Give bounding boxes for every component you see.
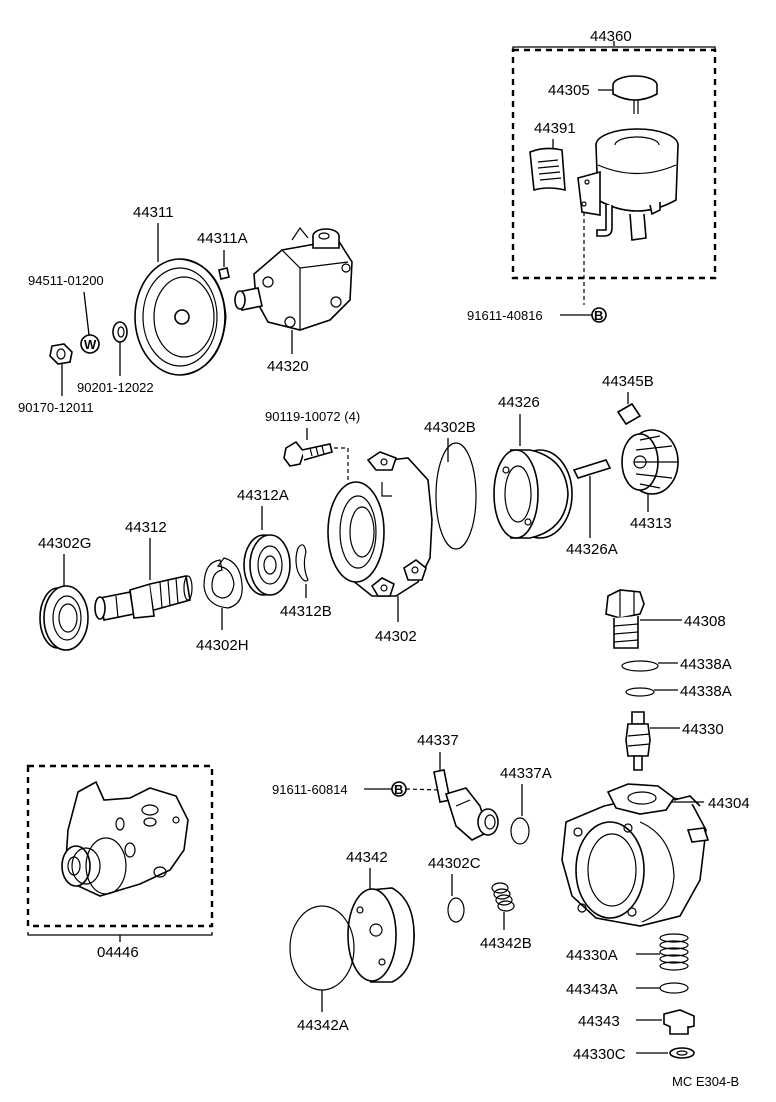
label-44343: 44343 [578, 1013, 620, 1030]
diagram-code: MC E304-B [672, 1074, 739, 1089]
reservoir-tank [577, 128, 679, 241]
label-91611-60814: 91611-60814 [272, 782, 348, 797]
flow-control-valve [625, 711, 651, 771]
rear-housing [561, 783, 710, 927]
o-ring-44302c [447, 897, 465, 923]
label-44342: 44342 [346, 849, 388, 866]
bolt-ref-letter-2: B [394, 782, 403, 797]
label-44302B: 44302B [424, 419, 476, 436]
label-44343A: 44343A [566, 981, 618, 998]
label-44337: 44337 [417, 732, 459, 749]
label-90170-12011: 90170-12011 [18, 400, 94, 415]
label-44302H: 44302H [196, 637, 249, 654]
label-90119-10072: 90119-10072 (4) [265, 409, 360, 424]
label-44305: 44305 [548, 82, 590, 99]
union-fitting [605, 589, 645, 649]
gasket-kit-box [26, 764, 214, 928]
snap-ring-44330c [669, 1047, 695, 1059]
label-44391: 44391 [534, 120, 576, 137]
label-44342B: 44342B [480, 935, 532, 952]
label-44311: 44311 [133, 204, 174, 221]
pump-assembly [234, 226, 353, 331]
cam-ring [493, 449, 573, 539]
bearing [243, 534, 291, 596]
plug-44343 [663, 1009, 695, 1035]
label-44326: 44326 [498, 394, 540, 411]
washer-ref-letter: W [84, 337, 97, 352]
pulley-washer [112, 321, 128, 343]
label-44312B: 44312B [280, 603, 332, 620]
label-44304: 44304 [708, 795, 750, 812]
spring-44342b [491, 882, 515, 912]
label-44313: 44313 [630, 515, 672, 532]
label-44330: 44330 [682, 721, 724, 738]
rotor [621, 429, 679, 495]
oil-seal [39, 585, 89, 651]
label-44360: 44360 [590, 28, 632, 45]
reservoir-group-box [511, 48, 717, 280]
woodruff-key [218, 267, 230, 280]
label-44302C: 44302C [428, 855, 481, 872]
o-ring-44343a [659, 982, 689, 994]
label-94511-01200: 94511-01200 [28, 273, 104, 288]
label-44338A-2: 44338A [680, 683, 732, 700]
label-44312A: 44312A [237, 487, 289, 504]
label-04446: 04446 [97, 944, 139, 961]
label-44302: 44302 [375, 628, 417, 645]
label-90201-12022: 90201-12022 [77, 380, 154, 395]
pulley-nut [49, 343, 73, 365]
suction-port-union [433, 769, 499, 841]
o-ring-44337a [510, 817, 530, 845]
snap-ring-44302h [203, 557, 243, 609]
label-44311A: 44311A [197, 230, 248, 247]
housing-bolt [283, 440, 333, 467]
pump-shaft [94, 575, 193, 621]
label-44345B: 44345B [602, 373, 654, 390]
label-44312: 44312 [125, 519, 167, 536]
o-ring-44302b [435, 442, 477, 550]
side-plate [347, 887, 415, 983]
pump-pulley [134, 258, 227, 376]
label-44330A: 44330A [566, 947, 618, 964]
label-44342A: 44342A [297, 1017, 349, 1034]
bolt-ref-marker-b [591, 307, 607, 323]
valve-spring [659, 933, 689, 971]
label-44326A: 44326A [566, 541, 618, 558]
dowel-pin [572, 459, 612, 479]
washer-ref-marker-w [80, 334, 100, 354]
o-ring-44338a-bottom [625, 687, 655, 697]
label-44330C: 44330C [573, 1046, 626, 1063]
cam-ring-pin [616, 402, 642, 426]
o-ring-44342a [289, 905, 355, 991]
label-44337A: 44337A [500, 765, 552, 782]
label-44308: 44308 [684, 613, 726, 630]
bolt-ref-letter: B [594, 308, 603, 323]
label-91611-40816: 91611-40816 [467, 308, 543, 323]
o-ring-44338a-top [621, 660, 659, 672]
reservoir-group: 44360 44305 44391 [511, 28, 717, 305]
label-44338A-1: 44338A [680, 656, 732, 673]
snap-ring-44312b [295, 544, 309, 582]
label-44302G: 44302G [38, 535, 91, 552]
reservoir-cap [612, 75, 658, 114]
front-housing [327, 451, 433, 597]
label-44320: 44320 [267, 358, 309, 375]
caution-label-sticker [529, 147, 566, 192]
gasket-kit-group [26, 764, 214, 928]
